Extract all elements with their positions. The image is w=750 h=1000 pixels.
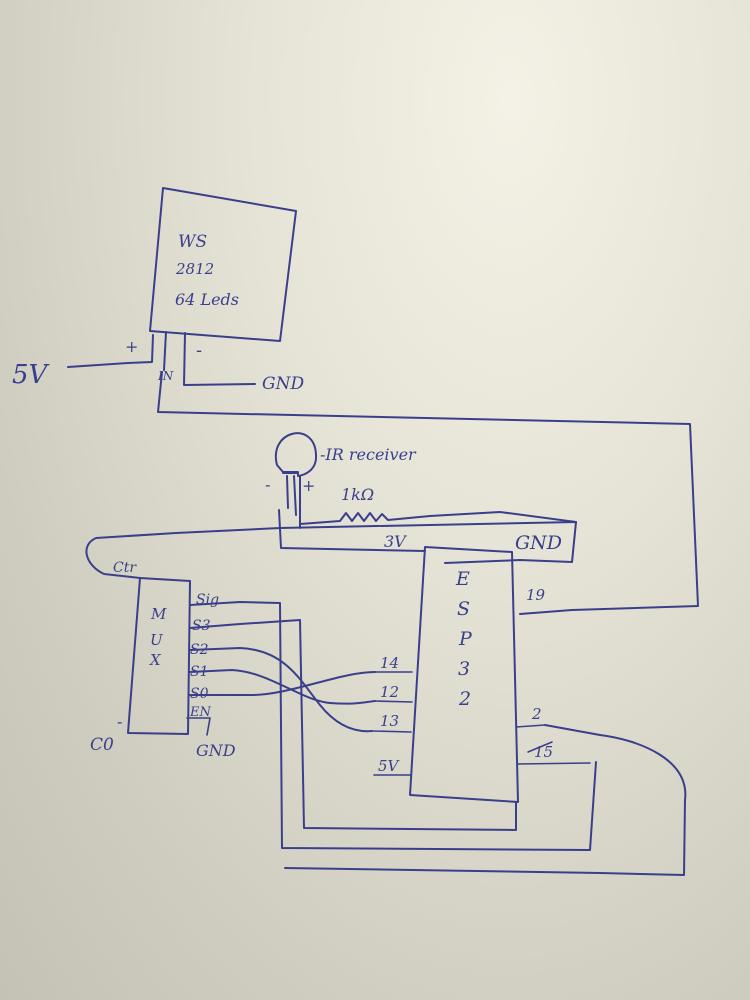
- wire-led-din: [163, 331, 167, 371]
- led-wires: [67, 331, 699, 615]
- mux-en-label: EN: [189, 705, 211, 720]
- esp-pin-5v-label: 5V: [378, 757, 401, 775]
- ir-receiver-label: -IR receiver: [320, 445, 417, 464]
- wire-5v-supply: [67, 334, 154, 368]
- ir-resistor: 1kΩ: [299, 485, 577, 525]
- wire-led-gnd: [183, 332, 256, 386]
- esp32-box: [409, 546, 519, 803]
- esp32-module: E S P 3 2 19 14 12 13 5V 2 15: [371, 546, 591, 803]
- mux-sig-label: Sig: [196, 592, 219, 608]
- mux-label-char-1: M: [150, 605, 167, 623]
- mux-ctr-label: Ctr: [113, 560, 137, 576]
- led-label-line3: 64 Leds: [175, 290, 239, 309]
- supply-5v-label: 5V: [12, 360, 50, 390]
- ir-plus-label: +: [302, 476, 315, 495]
- ir-pin-signal: [293, 475, 297, 516]
- led-minus-label: -: [196, 340, 202, 361]
- esp-pin-2-label: 2: [531, 705, 542, 723]
- gnd-rail: [85, 521, 577, 579]
- rail-gnd-label: GND: [515, 532, 562, 554]
- resistor-zigzag: [299, 511, 577, 525]
- mux-module: M U X Ctr Sig S3 S2 S1 S0 EN - C0 GND: [90, 560, 236, 760]
- led-label-line2: 2812: [175, 260, 214, 278]
- wire-s3-to-pin2: [189, 619, 687, 876]
- esp32-label-char-2: S: [457, 598, 470, 620]
- ir-pin-minus: [286, 475, 289, 509]
- esp-pin-2-stub: [515, 724, 546, 728]
- esp-pin-12-stub: [374, 700, 413, 703]
- esp-pin-15-slash: [527, 741, 553, 753]
- esp-pin-14-label: 14: [380, 654, 399, 672]
- wire-s0-to-pin14: [189, 671, 376, 696]
- ir-receiver-dome: [274, 432, 318, 477]
- led-label-line1: WS: [178, 232, 207, 252]
- rail-3v-label: 3V: [384, 532, 407, 551]
- ir-minus-label: -: [265, 475, 270, 494]
- mux-label-char-3: X: [149, 651, 162, 669]
- esp-pin-13-stub: [371, 730, 412, 733]
- led-plus-label: +: [125, 337, 138, 356]
- esp-pin-15-stub: [516, 762, 591, 765]
- led-module-box: [149, 187, 297, 342]
- esp32-label-char-1: E: [455, 568, 470, 590]
- mux-box: [127, 577, 191, 735]
- esp32-label-char-4: 3: [458, 658, 470, 680]
- led-din-label: IN: [157, 369, 174, 383]
- mux-gnd-label: GND: [196, 741, 236, 760]
- wire-sig-to-esp-5v: [189, 601, 597, 851]
- esp32-label-char-5: 2: [458, 688, 471, 710]
- esp-pin-12-label: 12: [380, 683, 399, 701]
- mux-minus-label: -: [117, 712, 122, 731]
- mux-en-to-gnd: [186, 717, 211, 736]
- mux-s3-label: S3: [192, 618, 211, 634]
- esp32-label-char-3: P: [458, 628, 473, 650]
- wire-s1-to-pin12: [189, 669, 376, 705]
- esp-pin-19-label: 19: [526, 586, 546, 604]
- wire-led-data-to-pin19: [157, 371, 699, 615]
- mux-c0-label: C0: [90, 735, 114, 755]
- signal-wires: [189, 601, 687, 876]
- led-module: WS 2812 64 Leds + - IN: [125, 187, 297, 383]
- mux-label-char-2: U: [150, 631, 164, 649]
- power-rails: 3V GND: [85, 509, 577, 579]
- resistor-value-label: 1kΩ: [341, 485, 374, 504]
- ir-receiver: -IR receiver - +: [265, 432, 417, 529]
- wire-s2-to-pin13: [189, 647, 373, 733]
- rail-3v: [278, 509, 426, 552]
- led-gnd-label: GND: [262, 374, 304, 394]
- esp-pin-13-label: 13: [380, 712, 399, 730]
